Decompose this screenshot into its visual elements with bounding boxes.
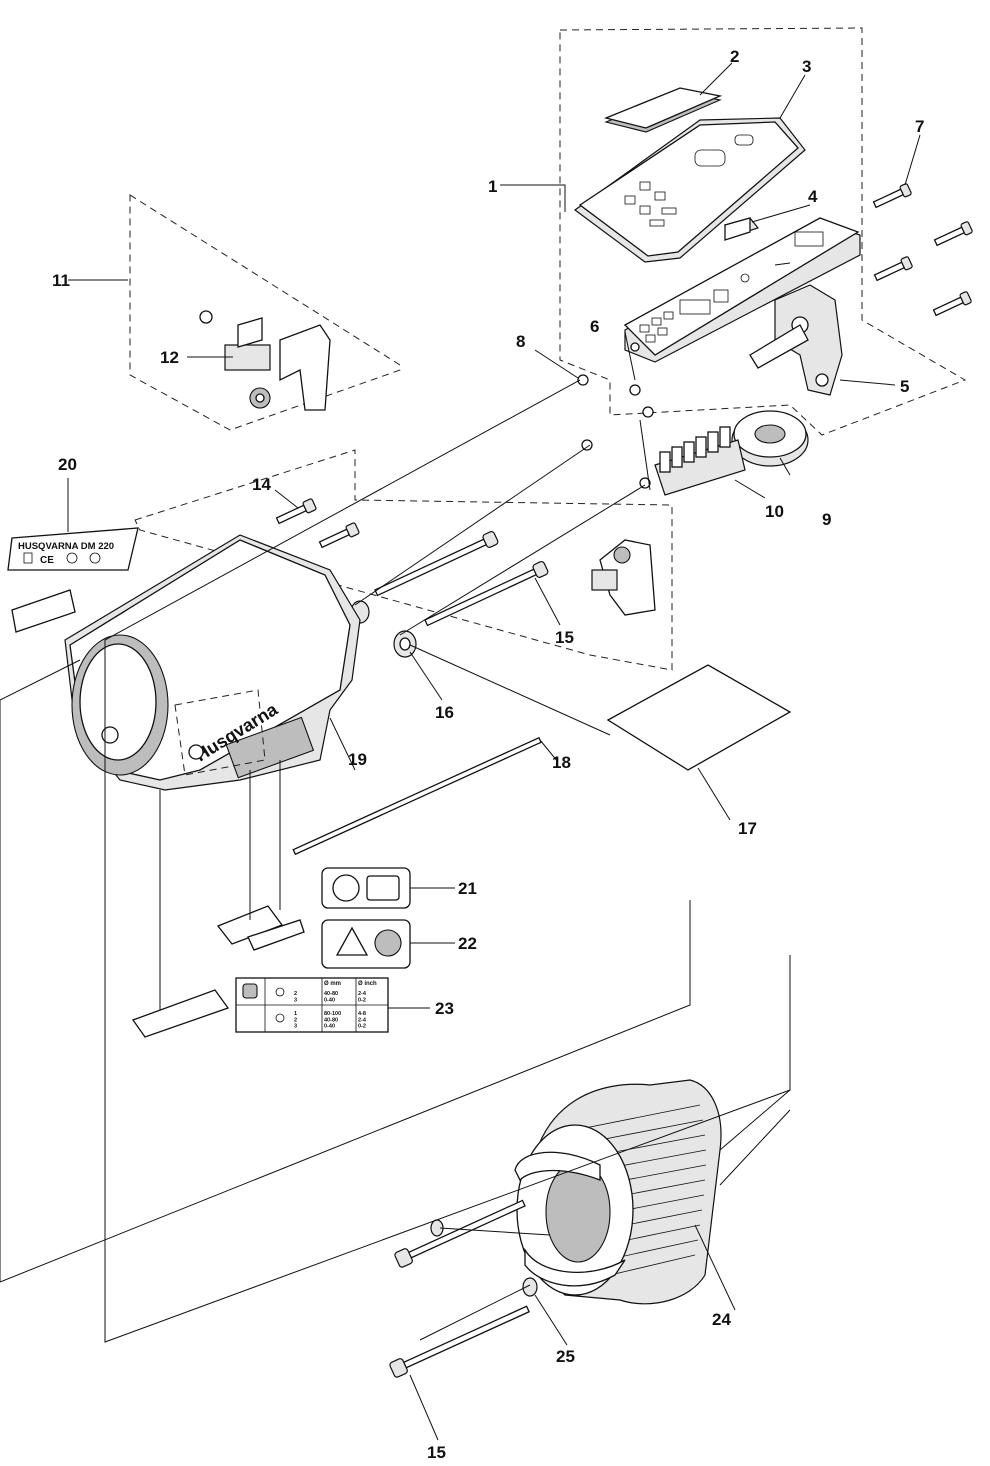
callout-16: 16	[435, 703, 454, 722]
part-12-brush-holder	[199, 310, 331, 411]
gear-selector-icon	[275, 987, 285, 997]
decal23-col-mm: Ø mm	[324, 981, 341, 987]
part-17-insulation-sheet	[606, 664, 792, 771]
part-15-long-bolts-upper	[374, 530, 549, 627]
callout-15-upper: 15	[555, 628, 574, 647]
callout-12: 12	[160, 348, 179, 367]
callout-22: 22	[458, 934, 477, 953]
assembly-guide-lines	[0, 379, 791, 1343]
part-21-decal	[321, 867, 411, 909]
decal23-col-inch: Ø inch	[358, 981, 377, 987]
rating-plate-model: HUSQVARNA DM 220	[18, 541, 114, 552]
brand-logo-icon	[188, 744, 204, 760]
warning-triangle-icon	[335, 926, 369, 956]
sheet-23-bottom	[131, 989, 230, 1038]
callout-9: 9	[822, 510, 831, 529]
brush-holder-right	[591, 539, 656, 616]
part-19-motor-housing: Husqvarna	[64, 534, 361, 791]
washers	[577, 342, 654, 489]
callout-19: 19	[348, 750, 367, 769]
sheet-21-bottom-a	[216, 905, 284, 945]
part-3-top-cover	[573, 117, 806, 263]
part-24-stator	[514, 1079, 722, 1305]
callout-numbers: 1 2 3 4 5 6 7 8 9 10 11 12 14 15 16 17 1…	[52, 47, 924, 1462]
control-board	[623, 217, 861, 363]
callout-15-lower: 15	[427, 1443, 446, 1462]
part-5-bracket	[749, 284, 843, 396]
part-20-rating-plate: HUSQVARNA DM 220 CE	[7, 527, 139, 571]
sheet-21-bottom-b	[247, 919, 305, 951]
callout-2: 2	[730, 47, 739, 66]
sheet-left-top	[11, 589, 76, 633]
callout-5: 5	[900, 377, 909, 396]
part-9-ring-core	[731, 410, 809, 467]
callout-3: 3	[802, 57, 811, 76]
callout-18: 18	[552, 753, 571, 772]
group-outline-1	[559, 27, 967, 436]
part-15-long-bolts-lower	[389, 1199, 530, 1378]
part-10-terminal-block	[654, 426, 746, 496]
part-14-screws	[275, 498, 360, 549]
part-2-label-plate	[603, 87, 723, 133]
ce-mark-icon: CE	[40, 555, 54, 566]
certification-mark-icon	[66, 552, 78, 564]
callout-11: 11	[52, 271, 70, 290]
part-18-rod	[292, 736, 542, 856]
callout-7: 7	[915, 117, 924, 136]
drill-bit-icon	[242, 983, 258, 999]
part-16-bushings	[350, 600, 417, 658]
callout-20: 20	[58, 455, 77, 474]
weee-bin-icon	[23, 552, 33, 564]
callout-10: 10	[765, 502, 784, 521]
part-25-washers	[430, 1219, 538, 1297]
callout-25: 25	[556, 1347, 575, 1366]
callout-8: 8	[516, 332, 525, 351]
hearing-protection-icon	[332, 874, 360, 902]
callout-6: 6	[590, 317, 599, 336]
callout-17: 17	[738, 819, 757, 838]
callout-4: 4	[808, 187, 818, 206]
ear-protection-icon	[374, 929, 402, 957]
callout-21: 21	[458, 879, 477, 898]
callout-1: 1	[488, 177, 497, 196]
part-4-switch	[724, 217, 760, 241]
read-manual-icon	[366, 875, 400, 901]
callout-23: 23	[435, 999, 454, 1018]
callout-14: 14	[252, 475, 271, 494]
callout-24: 24	[712, 1310, 731, 1329]
callout-leaders	[67, 62, 921, 1441]
part-22-decal	[321, 919, 411, 969]
part-7-screws	[872, 183, 973, 317]
